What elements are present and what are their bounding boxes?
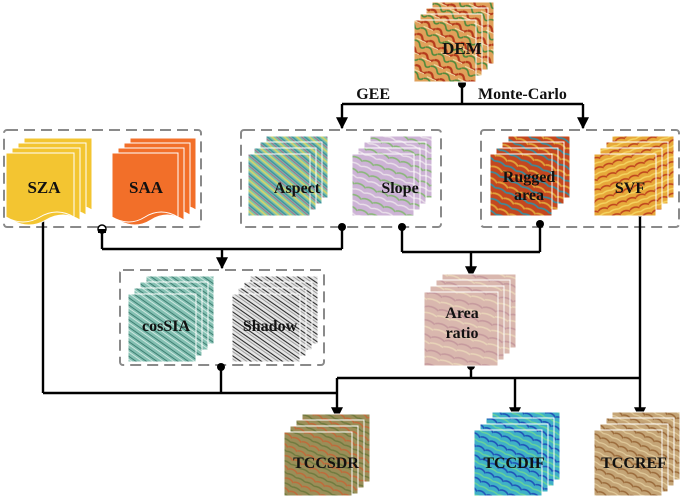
tccref-label: TCCREF: [601, 455, 667, 472]
cossia-label: cosSIA: [142, 318, 190, 335]
tccsdr-label: TCCSDR: [293, 455, 359, 472]
document-stack-icon: [5, 137, 93, 226]
gee-label: GEE: [356, 86, 390, 103]
raster-stack-icon: [489, 135, 571, 217]
tccdif-label: TCCDIF: [483, 455, 545, 472]
shadow-label: Shadow: [243, 318, 298, 335]
rugged-area-label-line1: Rugged: [503, 169, 556, 186]
raster-stack-icon: [593, 411, 681, 497]
raster-stack-icon: [413, 1, 495, 83]
saa-label: SAA: [129, 178, 164, 197]
area-ratio-node: Area ratio: [423, 273, 517, 367]
area-ratio-label-line1: Area: [445, 305, 478, 322]
monte-carlo-group: [480, 129, 680, 228]
tccref-node: TCCREF: [593, 411, 681, 497]
svf-label: SVF: [615, 180, 645, 197]
raster-stack-icon: [351, 135, 433, 217]
slope-node: Slope: [351, 135, 433, 217]
raster-stack-icon: [231, 275, 319, 363]
shadow-node: Shadow: [231, 275, 319, 363]
connectors: [41, 84, 646, 420]
raster-stack-icon: [423, 273, 517, 367]
document-stack-icon: [111, 137, 197, 226]
rugged-area-label-line2: area: [514, 187, 544, 204]
raster-stack-icon: [593, 135, 675, 217]
sza-label: SZA: [27, 178, 61, 197]
slope-label: Slope: [381, 180, 418, 197]
solar-geometry-group: [3, 129, 202, 228]
raster-stack-icon: [473, 411, 561, 497]
dem-label: DEM: [442, 39, 482, 58]
raster-stack-icon: [127, 275, 215, 363]
raster-stack-icon: [247, 135, 329, 217]
tccdif-node: TCCDIF: [473, 411, 561, 497]
dem-node: DEM: [413, 1, 495, 83]
aspect-node: Aspect: [247, 135, 329, 217]
sza-node: SZA: [5, 137, 93, 226]
raster-stack-icon: [283, 413, 371, 497]
tccsdr-node: TCCSDR: [283, 413, 371, 497]
aspect-label: Aspect: [274, 180, 321, 197]
saa-node: SAA: [111, 137, 197, 226]
cossia-node: cosSIA: [127, 275, 215, 363]
monte-carlo-label: Monte-Carlo: [478, 86, 567, 103]
area-ratio-label-line2: ratio: [446, 325, 479, 342]
rugged-area-node: Rugged area: [489, 135, 571, 217]
svf-node: SVF: [593, 135, 675, 217]
